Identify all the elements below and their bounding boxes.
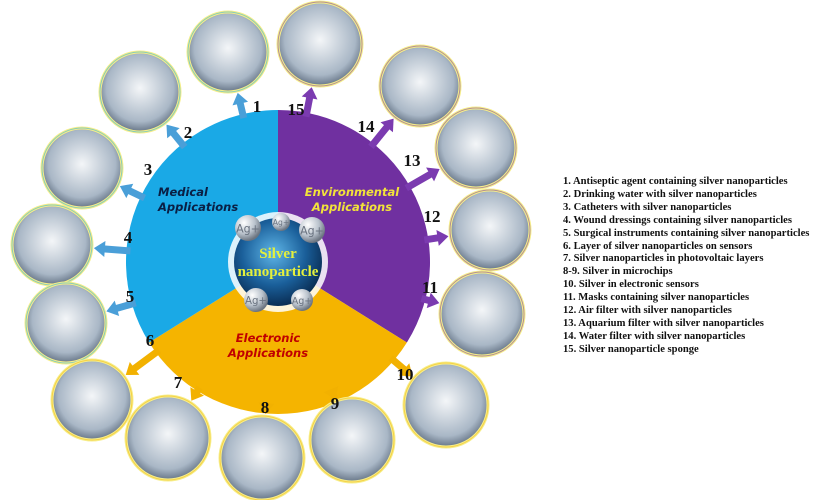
arrow: [232, 92, 249, 119]
application-number: 2: [184, 123, 193, 142]
microchip-image: [308, 396, 396, 484]
microchip-image: [218, 414, 306, 500]
antiseptic-bottle-icon: [187, 11, 269, 93]
surgical-instruments-image: [24, 281, 108, 365]
arrow: [119, 183, 147, 202]
center-label: Silver: [259, 246, 297, 262]
legend: 1. Antiseptic agent containing silver na…: [563, 176, 809, 357]
legend-item: 8-9. Silver in microchips: [563, 266, 673, 278]
electronic-sensors-icon: [403, 362, 489, 448]
silver-ion-label: Ag+: [300, 225, 324, 238]
legend-item: 12. Air filter with silver nanoparticles: [563, 305, 732, 317]
silver-ion: [299, 217, 325, 243]
mask-icon: [439, 271, 525, 357]
drinking-water-image: [98, 50, 182, 134]
application-number: 4: [124, 228, 133, 247]
drinking-water-icon: [99, 51, 181, 133]
silver-ion: [235, 215, 261, 241]
microchip-icon: [309, 397, 395, 483]
legend-item: 7. Silver nanoparticles in photovoltaic …: [563, 253, 764, 265]
water-filter-image: [378, 44, 462, 128]
legend-item: 15. Silver nanoparticle sponge: [563, 343, 699, 355]
legend-item: 4. Wound dressings containing silver nan…: [563, 214, 792, 226]
arrow: [258, 402, 275, 415]
arrow: [125, 347, 162, 375]
silver-ion-label: Ag+: [273, 218, 289, 227]
sensor-layer-icon: [51, 359, 133, 441]
sensor-layer-image: [50, 358, 134, 442]
application-number: 10: [397, 365, 414, 384]
center-label: nanoparticle: [238, 264, 319, 280]
arrow: [93, 240, 131, 257]
air-filter-image: [448, 188, 532, 272]
microchip-icon: [219, 415, 305, 500]
legend-item: 3. Catheters with silver nanoparticles: [563, 201, 732, 213]
application-number: 15: [288, 100, 305, 119]
water-filter-icon: [379, 45, 461, 127]
silver-ion-label: Ag+: [292, 296, 312, 307]
arrow: [368, 118, 394, 150]
sponge-icon: [277, 1, 363, 87]
arrow: [420, 292, 440, 309]
electronic-sensors-image: [402, 361, 490, 449]
segment-electronic: [149, 262, 407, 415]
silver-ion-label: Ag+: [236, 223, 260, 236]
application-number: 6: [146, 331, 155, 350]
air-filter-icon: [449, 189, 531, 271]
mask-image: [438, 270, 526, 358]
aquarium-filter-icon: [435, 107, 517, 189]
arrow: [388, 355, 413, 377]
aquarium-filter-image: [434, 106, 518, 190]
catheter-image: [40, 126, 124, 210]
application-number: 8: [261, 398, 270, 417]
application-number: 1: [253, 97, 262, 116]
photovoltaic-icon: [125, 395, 211, 481]
legend-item: 6. Layer of silver nanoparticles on sens…: [563, 240, 753, 252]
arrow: [166, 124, 188, 150]
legend-item: 1. Antiseptic agent containing silver na…: [563, 176, 788, 187]
legend-item: 14. Water filter with silver nanoparticl…: [563, 330, 746, 342]
silver-ion: [272, 213, 290, 231]
arrow: [301, 87, 318, 118]
arrow: [423, 230, 449, 246]
legend-item: 2. Drinking water with silver nanopartic…: [563, 188, 757, 200]
application-number: 3: [144, 160, 153, 179]
application-number: 5: [126, 287, 135, 306]
arrow: [106, 299, 137, 317]
application-number: 13: [404, 151, 421, 170]
sponge-image: [276, 0, 364, 88]
application-number: 11: [422, 278, 438, 297]
photovoltaic-image: [124, 394, 212, 482]
application-number: 7: [174, 373, 183, 392]
antiseptic-bottle-image: [186, 10, 270, 94]
arrow: [323, 386, 339, 401]
arrow: [190, 385, 204, 401]
arrow: [404, 167, 440, 192]
application-number: 14: [358, 117, 376, 136]
silver-ion-label: Ag+: [245, 296, 267, 307]
silver-ion: [244, 288, 268, 312]
legend-item: 13. Aquarium filter with silver nanopart…: [563, 317, 764, 329]
nanoparticle-core: [234, 218, 322, 306]
application-number: 9: [331, 394, 340, 413]
surgical-instruments-icon: [25, 282, 107, 364]
legend-item: 10. Silver in electronic sensors: [563, 279, 699, 291]
wound-dressing-image: [10, 203, 94, 287]
legend-item: 11. Masks containing silver nanoparticle…: [563, 292, 750, 304]
legend-item: 5. Surgical instruments containing silve…: [563, 227, 810, 239]
application-number: 12: [424, 207, 441, 226]
silver-ion: [291, 289, 313, 311]
catheter-icon: [41, 127, 123, 209]
